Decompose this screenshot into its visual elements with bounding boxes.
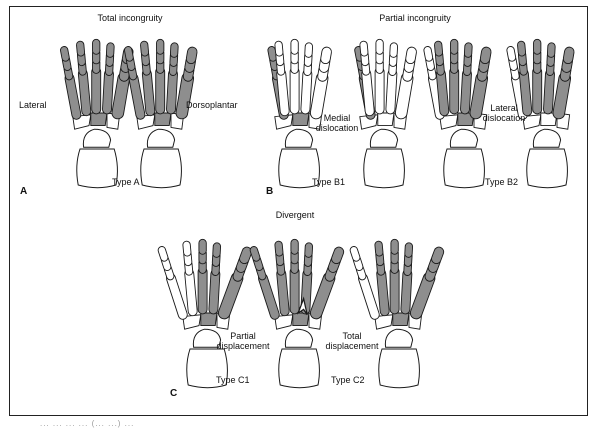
foot-c2 [249,238,345,389]
label-dorsoplantar: Dorsoplantar [186,100,238,110]
panel-label-a: A [20,186,28,197]
foot-b2-left [423,38,492,189]
panel-label-c: C [170,388,178,399]
label-partial-displacement: Partial displacement [216,331,270,351]
label-lateral-dislocation: Lateral dislocation [482,103,526,123]
foot-b1-right [354,38,417,189]
foot-b2-right [506,38,575,189]
foot-a-lateral [60,38,134,189]
type-b1-label: Type B1 [312,177,346,187]
type-a-label: Type A [112,177,140,187]
foot-a-dorsoplantar [124,38,198,189]
heading-partial-incongruity: Partial incongruity [379,13,451,23]
type-c2-label: Type C2 [331,375,365,385]
label-lateral: Lateral [19,100,47,110]
type-c1-label: Type C1 [216,375,250,385]
figure-caption: ... ... ... ... (... ...) ... [40,419,135,428]
panel-label-b: B [266,186,274,197]
heading-total-incongruity: Total incongruity [97,13,163,23]
label-total-displacement: Total displacement [325,331,379,351]
type-b2-label: Type B2 [485,177,519,187]
foot-c3 [349,238,445,389]
heading-divergent: Divergent [275,210,315,220]
foot-b1-left [267,38,332,189]
foot-c1 [157,238,253,389]
label-medial-dislocation: Medial dislocation [315,113,359,133]
